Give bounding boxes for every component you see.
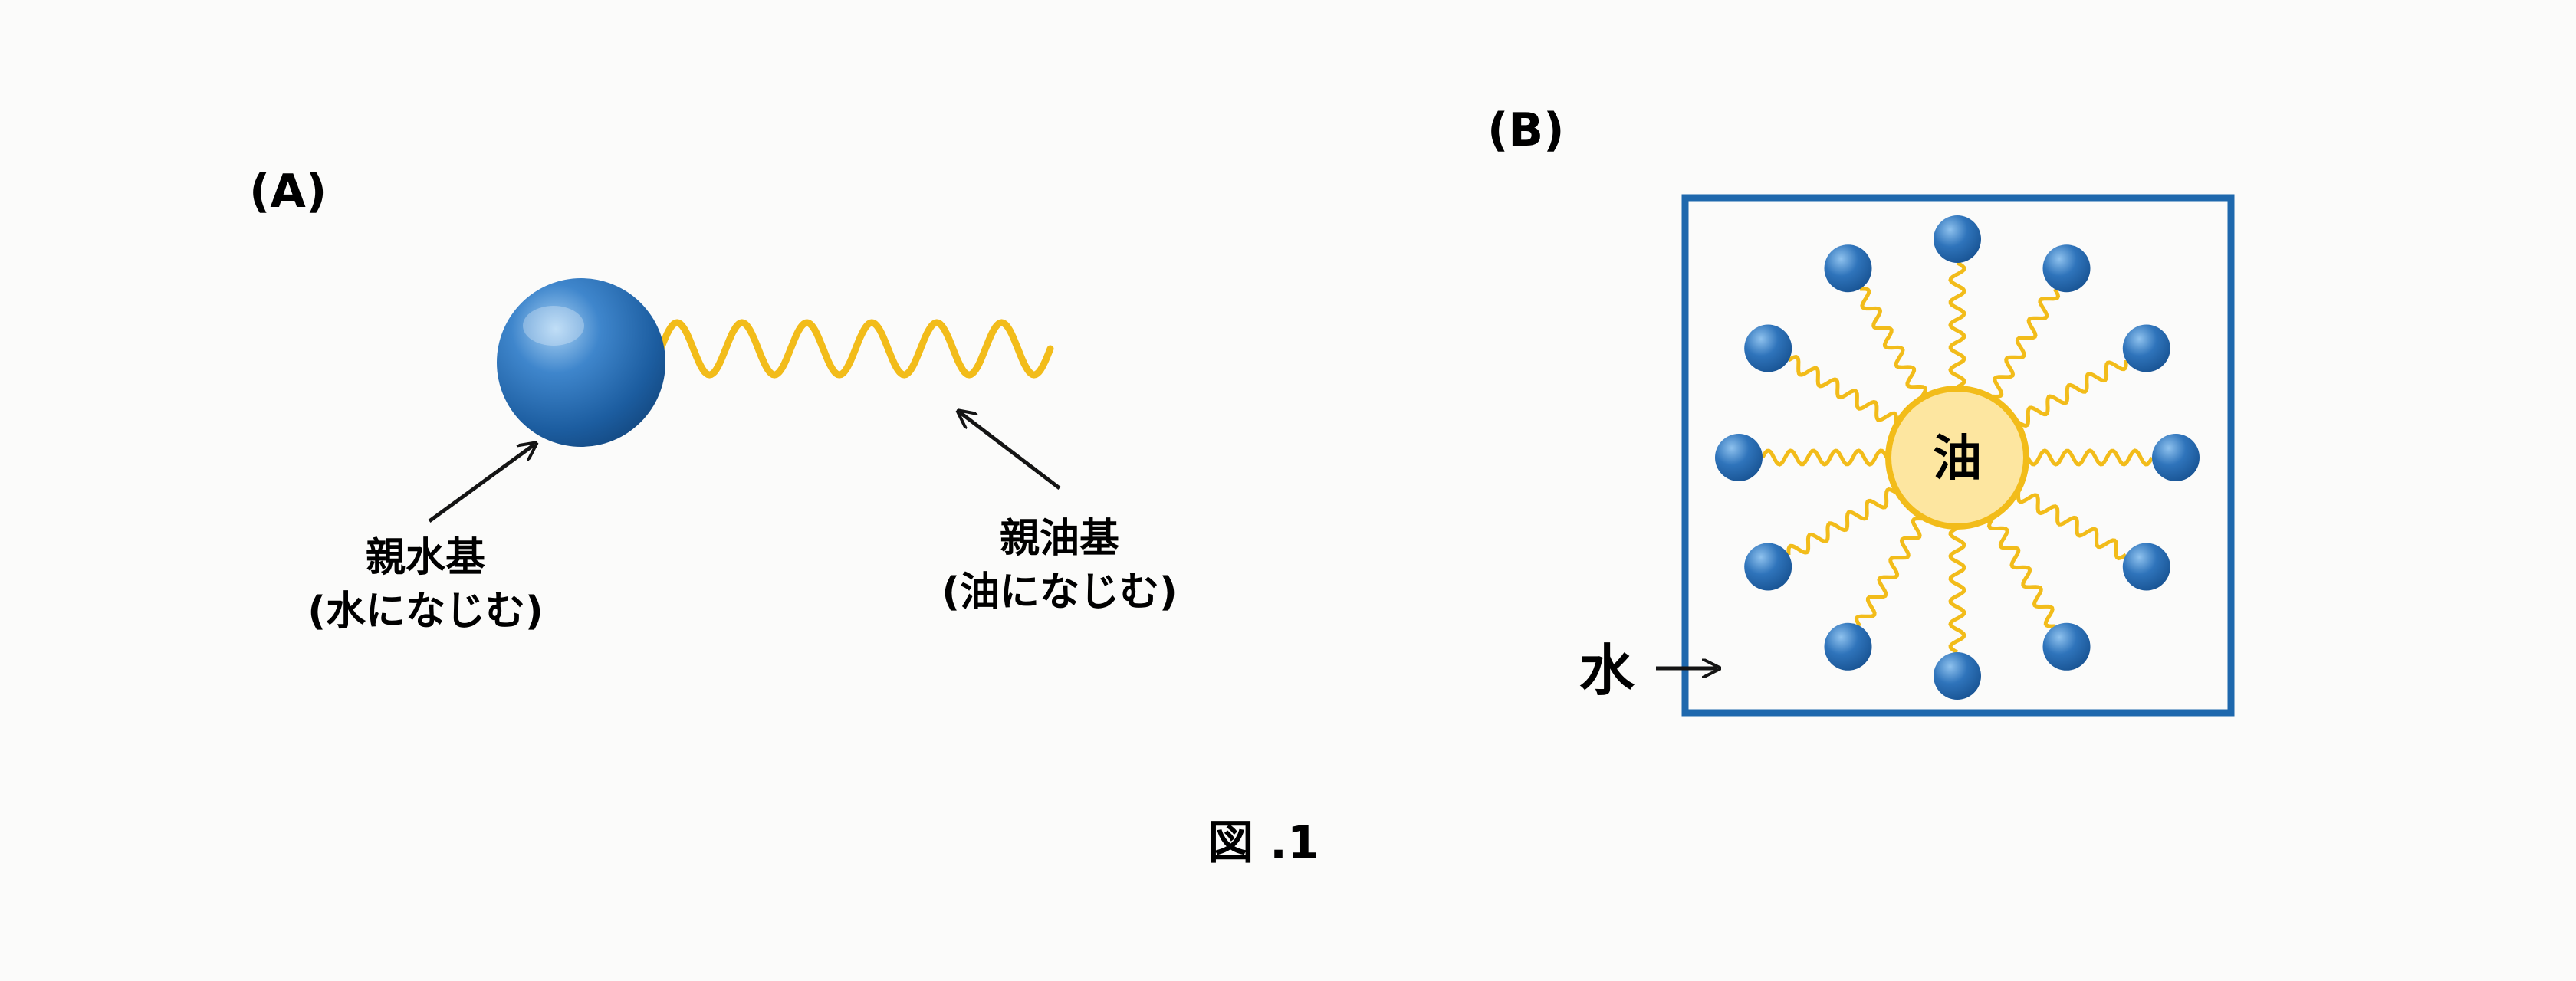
surfactant-head [1934,215,1981,263]
surfactant-tail [1986,517,2055,628]
surfactant-tail [2026,448,2154,467]
panel-b: (B) 油 水 [1487,103,2235,717]
surfactant-head [1824,244,1872,293]
surfactant-head [2122,324,2170,372]
figure-caption: 図 .1 [1208,816,1319,870]
surfactant-tail [1787,354,1899,423]
surfactant-head [1824,622,1872,671]
panel-a-label: (A) [249,165,327,218]
surfactant-head [2042,244,2091,293]
surfactant-head [1744,324,1792,372]
tail-label: 親油基 [1000,516,1119,562]
surfactant-head [2152,434,2200,481]
hydrophobic-tail [657,319,1054,379]
head-label: 親水基 [366,535,485,581]
tail-note: (油になじむ) [941,569,1178,615]
head-note: (水になじむ) [307,589,544,635]
surfactant-tail [2016,492,2128,561]
surfactant-tail [1786,487,1898,556]
water-label: 水 [1579,638,1635,703]
surfactant-tail [1760,448,1889,467]
surfactant-head [2122,543,2170,591]
head-arrow [428,445,534,523]
oil-core [1885,386,2029,530]
tail-arrow [960,412,1061,490]
surfactant-head [2042,622,2091,671]
water-container [1681,194,2235,717]
panel-a: (A) 親水基 (水になじむ) 親油基 (油になじむ) [249,165,1178,635]
surfactant-head [1934,652,1981,700]
hydrophilic-head [497,278,665,447]
surfactant-tail [1948,261,1967,389]
surfactant-tail [1948,526,1967,655]
surfactant-tail [1854,516,1923,628]
micelle [1715,215,2200,700]
surfactant-tail [2017,359,2128,428]
surfactant-tail [1859,287,1928,398]
surfactant-head [1744,543,1792,591]
surfactant-head [1715,434,1763,481]
oil-label: 油 [1933,431,1982,487]
panel-b-label: (B) [1487,103,1565,157]
surfactant-tail [1992,287,2061,399]
